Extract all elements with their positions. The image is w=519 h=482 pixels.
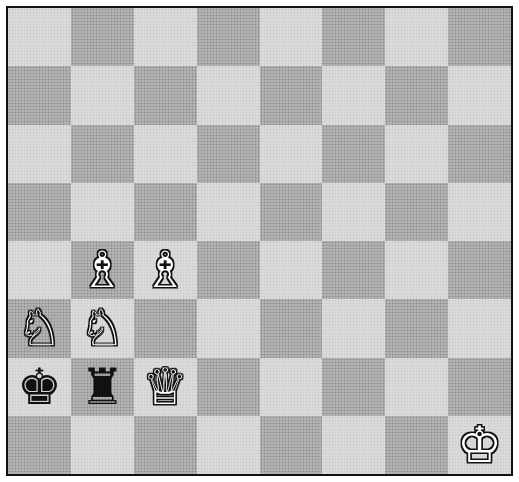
square-b7[interactable] [71,66,134,124]
chess-board-frame: ♗ ♗ ♘ ♘ ♚ ♜ ♕ ♔ [6,6,513,476]
square-d6[interactable] [197,125,260,183]
square-c1[interactable] [134,416,197,474]
black-king-piece[interactable]: ♚ [17,362,62,412]
square-a3[interactable]: ♘ [8,299,71,357]
square-f8[interactable] [322,8,385,66]
white-bishop-piece[interactable]: ♗ [143,245,188,295]
square-f6[interactable] [322,125,385,183]
square-g8[interactable] [385,8,448,66]
square-d7[interactable] [197,66,260,124]
white-queen-piece[interactable]: ♕ [143,362,188,412]
square-d3[interactable] [197,299,260,357]
square-h3[interactable] [448,299,511,357]
square-c7[interactable] [134,66,197,124]
square-a5[interactable] [8,183,71,241]
square-d4[interactable] [197,241,260,299]
square-f3[interactable] [322,299,385,357]
square-d2[interactable] [197,358,260,416]
square-e3[interactable] [260,299,323,357]
square-g5[interactable] [385,183,448,241]
square-f1[interactable] [322,416,385,474]
square-d1[interactable] [197,416,260,474]
square-a2[interactable]: ♚ [8,358,71,416]
square-b3[interactable]: ♘ [71,299,134,357]
square-g6[interactable] [385,125,448,183]
square-b4[interactable]: ♗ [71,241,134,299]
square-g3[interactable] [385,299,448,357]
square-e4[interactable] [260,241,323,299]
square-e5[interactable] [260,183,323,241]
square-f2[interactable] [322,358,385,416]
square-b6[interactable] [71,125,134,183]
white-king-piece[interactable]: ♔ [457,420,502,470]
square-g7[interactable] [385,66,448,124]
square-c5[interactable] [134,183,197,241]
square-b1[interactable] [71,416,134,474]
square-h5[interactable] [448,183,511,241]
square-e8[interactable] [260,8,323,66]
square-h8[interactable] [448,8,511,66]
white-knight-piece[interactable]: ♘ [17,303,62,353]
square-c6[interactable] [134,125,197,183]
square-f4[interactable] [322,241,385,299]
square-a8[interactable] [8,8,71,66]
square-e1[interactable] [260,416,323,474]
square-h2[interactable] [448,358,511,416]
square-h6[interactable] [448,125,511,183]
chess-board: ♗ ♗ ♘ ♘ ♚ ♜ ♕ ♔ [8,8,511,474]
square-d8[interactable] [197,8,260,66]
square-c8[interactable] [134,8,197,66]
square-e7[interactable] [260,66,323,124]
square-h7[interactable] [448,66,511,124]
square-b5[interactable] [71,183,134,241]
square-e2[interactable] [260,358,323,416]
square-g1[interactable] [385,416,448,474]
square-c3[interactable] [134,299,197,357]
square-h4[interactable] [448,241,511,299]
square-e6[interactable] [260,125,323,183]
square-g4[interactable] [385,241,448,299]
square-a7[interactable] [8,66,71,124]
square-f5[interactable] [322,183,385,241]
square-a6[interactable] [8,125,71,183]
square-b2[interactable]: ♜ [71,358,134,416]
white-bishop-piece[interactable]: ♗ [80,245,125,295]
square-d5[interactable] [197,183,260,241]
square-c4[interactable]: ♗ [134,241,197,299]
square-c2[interactable]: ♕ [134,358,197,416]
square-a4[interactable] [8,241,71,299]
square-f7[interactable] [322,66,385,124]
square-a1[interactable] [8,416,71,474]
square-b8[interactable] [71,8,134,66]
white-knight-piece[interactable]: ♘ [80,303,125,353]
black-rook-piece[interactable]: ♜ [80,362,125,412]
square-h1[interactable]: ♔ [448,416,511,474]
square-g2[interactable] [385,358,448,416]
